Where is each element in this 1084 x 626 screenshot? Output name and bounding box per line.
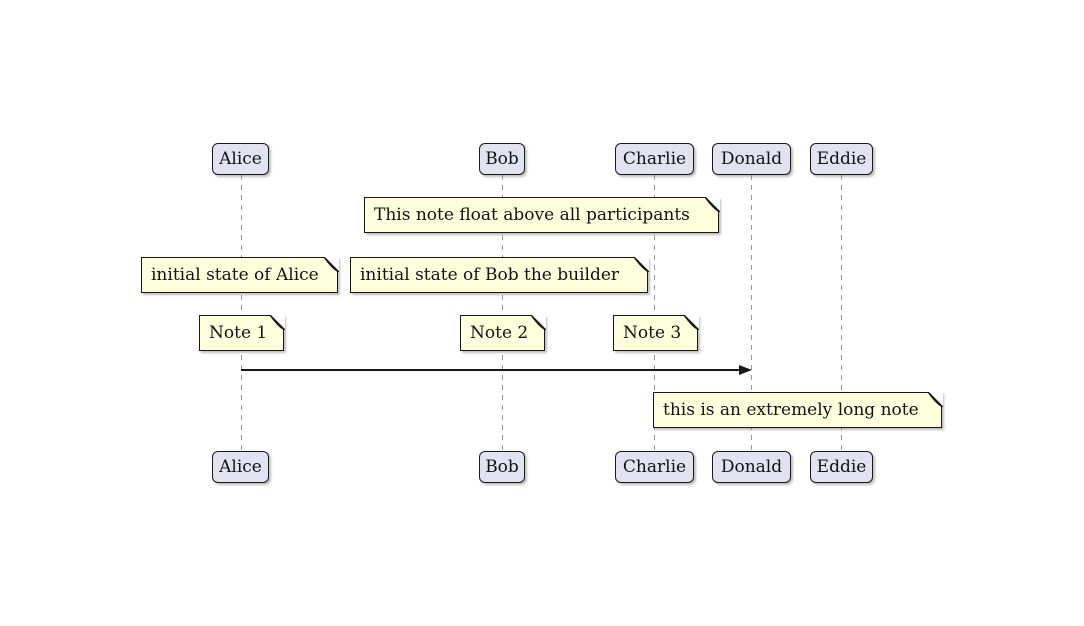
participant-top-donald: Donald (712, 143, 791, 175)
note-initial-alice: initial state of Alice (141, 256, 339, 293)
lifeline-donald (751, 175, 752, 451)
lifeline-eddie (841, 175, 842, 451)
participant-label: Eddie (816, 149, 867, 169)
participant-label: Charlie (622, 457, 687, 477)
arrowhead-icon (739, 365, 752, 375)
participant-bottom-eddie: Eddie (810, 451, 873, 483)
participant-bottom-bob: Bob (479, 451, 525, 483)
note-text: Note 2 (470, 323, 529, 343)
note-fold-icon (927, 391, 943, 407)
note-text: Note 1 (209, 323, 268, 343)
participant-top-charlie: Charlie (615, 143, 694, 175)
note-floating: This note float above all participants (364, 196, 720, 233)
participant-label: Bob (485, 457, 519, 477)
note-2: Note 2 (460, 314, 546, 351)
note-long: this is an extremely long note (653, 391, 943, 428)
participant-label: Bob (485, 149, 519, 169)
note-initial-bob: initial state of Bob the builder (350, 256, 649, 293)
note-text: This note float above all participants (374, 205, 690, 225)
participant-top-alice: Alice (212, 143, 269, 175)
participant-top-eddie: Eddie (810, 143, 873, 175)
note-fold-icon (683, 314, 699, 330)
note-text: Note 3 (623, 323, 682, 343)
participant-label: Donald (720, 457, 783, 477)
note-text: initial state of Bob the builder (360, 265, 620, 285)
participant-label: Alice (219, 457, 262, 477)
participant-top-bob: Bob (479, 143, 525, 175)
note-fold-icon (530, 314, 546, 330)
note-text: this is an extremely long note (663, 400, 919, 420)
participant-bottom-alice: Alice (212, 451, 269, 483)
note-fold-icon (633, 256, 649, 272)
message-arrow-alice-to-donald (241, 369, 740, 371)
lifeline-alice (240, 175, 242, 451)
participant-bottom-donald: Donald (712, 451, 791, 483)
lifeline-charlie (654, 175, 655, 451)
participant-label: Eddie (816, 457, 867, 477)
note-fold-icon (704, 196, 720, 212)
lifeline-bob (501, 175, 503, 451)
participant-bottom-charlie: Charlie (615, 451, 694, 483)
note-3: Note 3 (613, 314, 699, 351)
participant-label: Donald (720, 149, 783, 169)
note-fold-icon (269, 314, 285, 330)
participant-label: Charlie (622, 149, 687, 169)
note-1: Note 1 (199, 314, 285, 351)
note-text: initial state of Alice (151, 265, 319, 285)
note-fold-icon (323, 256, 339, 272)
participant-label: Alice (219, 149, 262, 169)
